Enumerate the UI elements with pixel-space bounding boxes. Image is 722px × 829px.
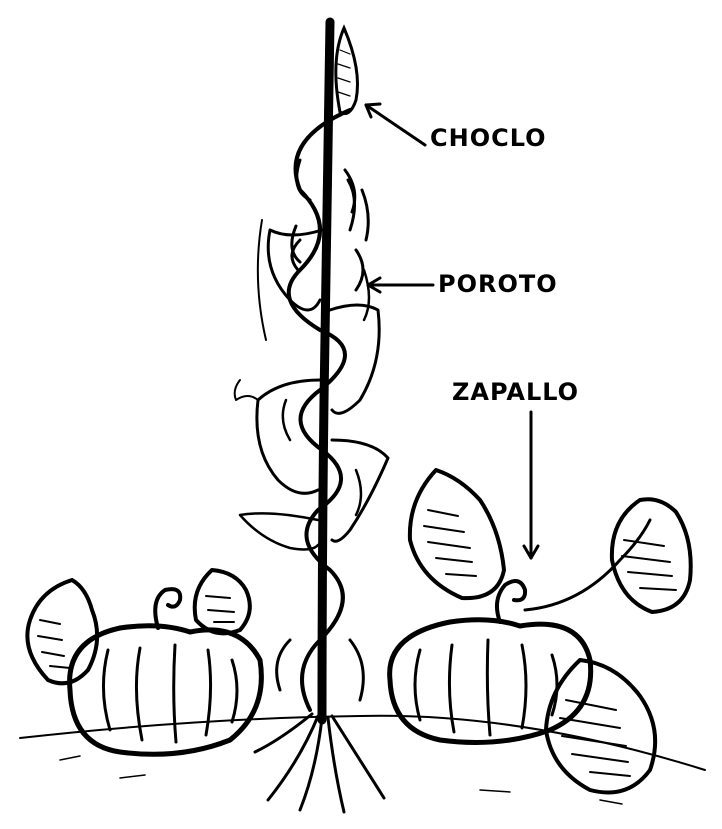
pumpkin-right	[390, 470, 691, 793]
label-zapallo: ZAPALLO	[452, 378, 579, 406]
annotation-arrows	[366, 104, 538, 558]
label-poroto: POROTO	[438, 270, 558, 298]
label-choclo: CHOCLO	[430, 124, 547, 152]
corn-ear	[336, 28, 358, 114]
